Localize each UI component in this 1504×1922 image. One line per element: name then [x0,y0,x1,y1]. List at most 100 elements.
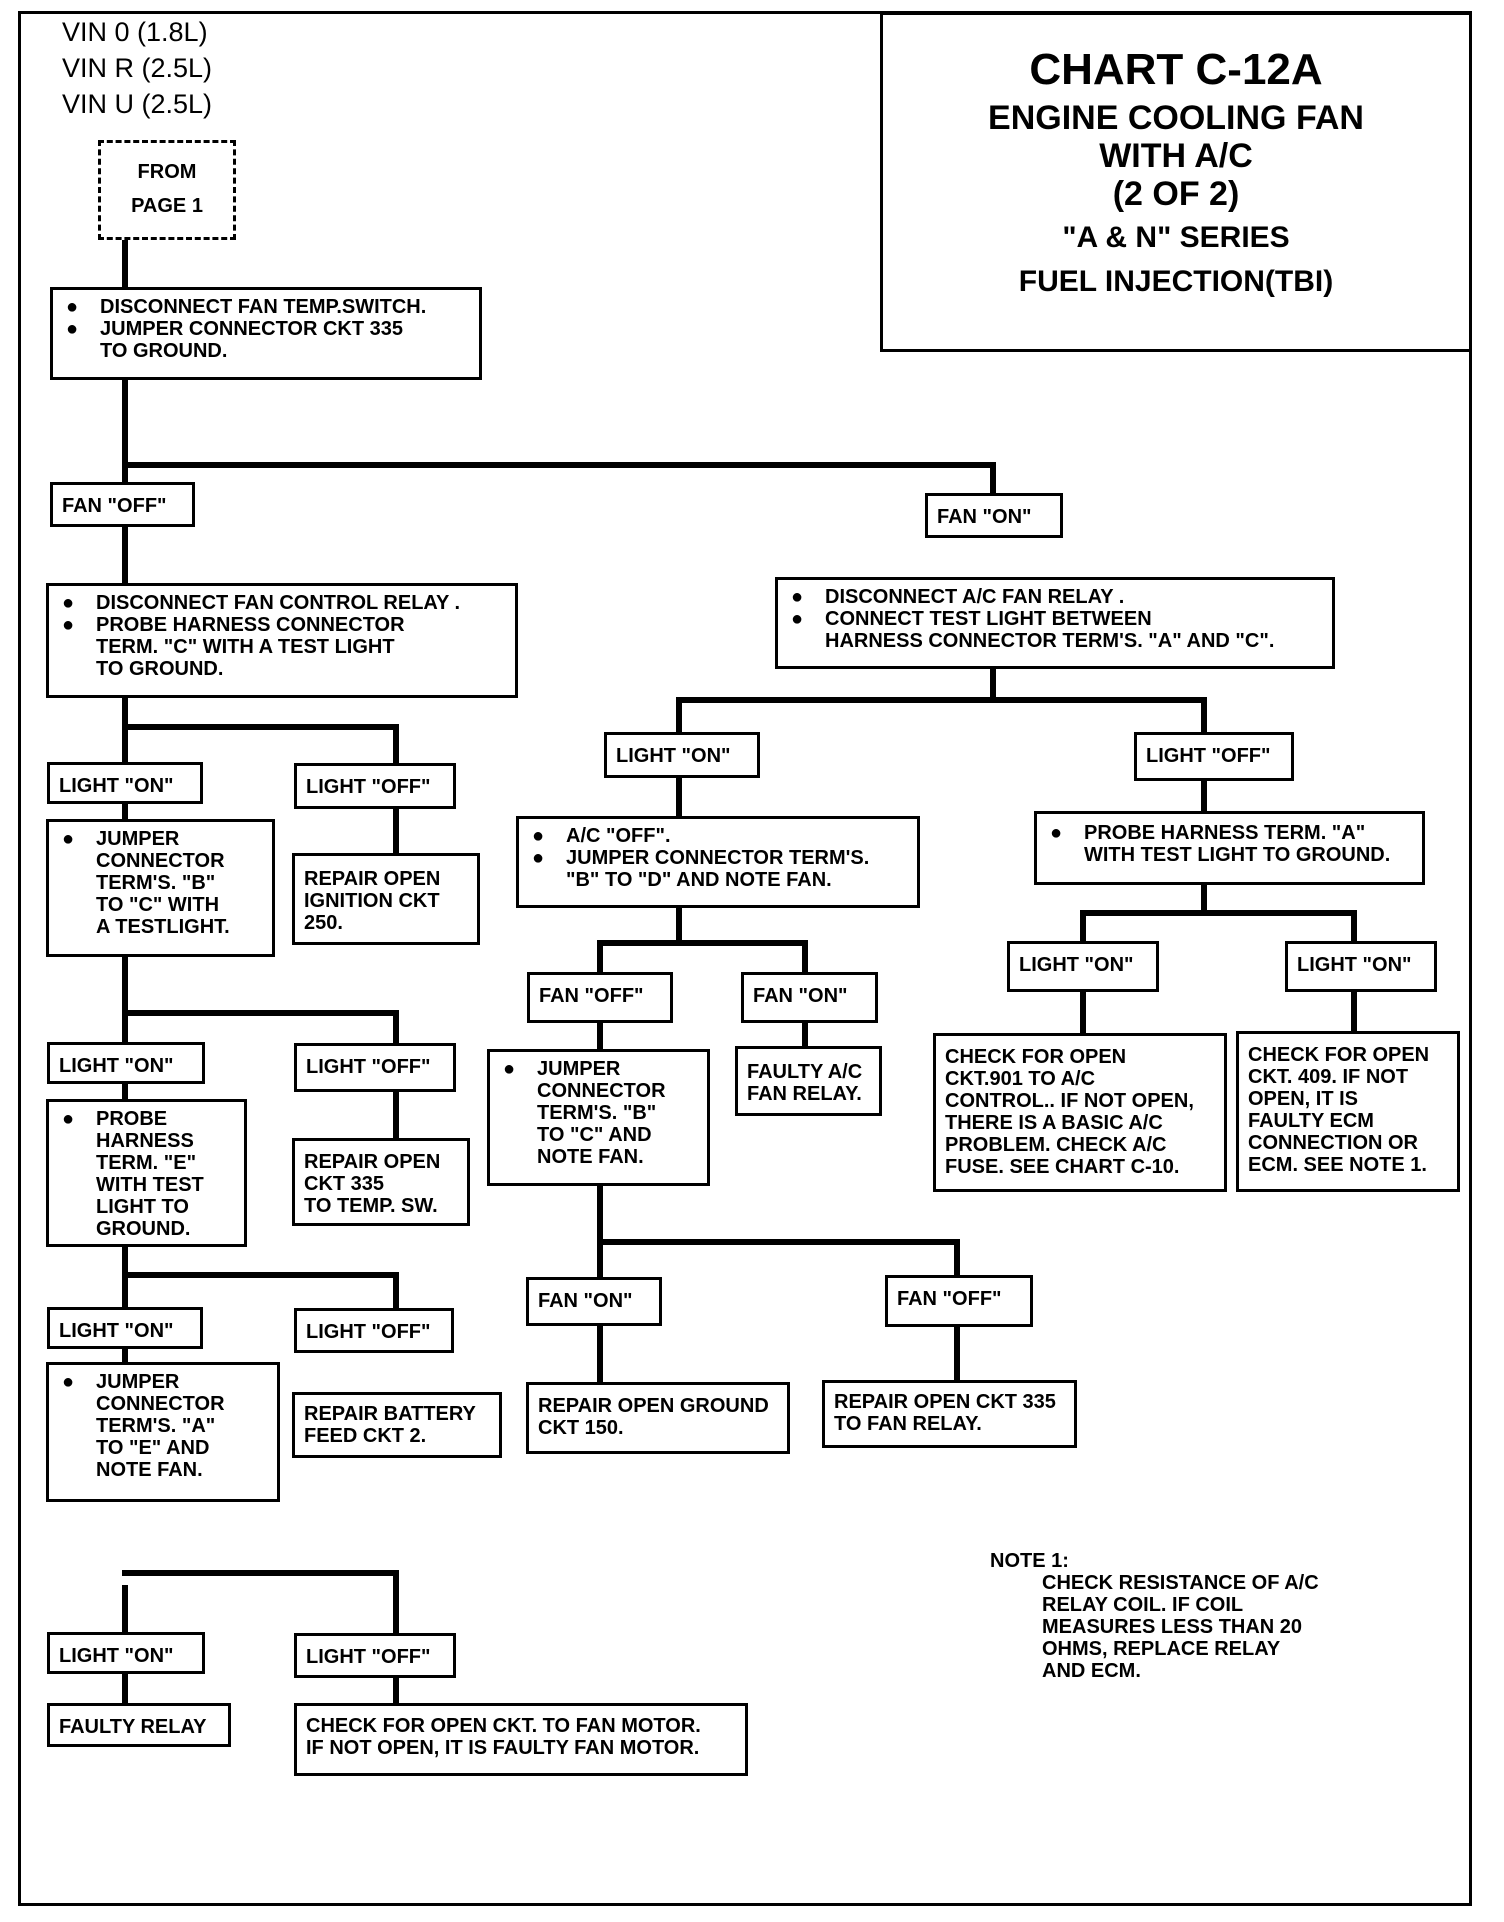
step-text: JUMPER [96,1371,180,1393]
result-text: CONNECTION OR [1248,1132,1418,1154]
result-text: CKT 150. [538,1417,624,1439]
vin-line: VIN 0 (1.8L) [62,17,208,47]
step-disconnect-fan-control-relay: ●DISCONNECT FAN CONTROL RELAY . ●PROBE H… [46,583,518,698]
from-label: FROM [137,161,197,183]
step-text: CONNECTOR [96,850,225,872]
page-frame [18,11,1472,1906]
step-text: JUMPER [96,828,180,850]
bullet-icon: ● [791,586,804,608]
result-repair-ckt-335-fan-relay: REPAIR OPEN CKT 335 TO FAN RELAY. [822,1380,1077,1448]
result-text: CKT 335 [304,1173,385,1195]
vin-list: VIN 0 (1.8L) VIN R (2.5L) VIN U (2.5L) [62,14,212,122]
result-text: CHECK FOR OPEN [945,1046,1127,1068]
result-text: 250. [304,912,343,934]
step-jumper-b-to-c-note-fan: ●JUMPER CONNECTOR TERM'S. "B" TO "C" AND… [487,1049,710,1186]
result-text: CHECK FOR OPEN [1248,1044,1430,1066]
label-light-on: LIGHT "ON" [47,1042,205,1084]
label-light-on: LIGHT "ON" [47,1632,205,1674]
label-fan-off: FAN "OFF" [885,1275,1033,1327]
step-text: A TESTLIGHT. [96,916,230,938]
label-light-on: LIGHT "ON" [47,762,203,804]
step-text: PROBE [96,1108,168,1130]
step-text: CONNECTOR [537,1080,666,1102]
result-check-ckt-409: CHECK FOR OPEN CKT. 409. IF NOT OPEN, IT… [1236,1031,1460,1192]
step-disconnect-ac-fan-relay: ●DISCONNECT A/C FAN RELAY . ●CONNECT TES… [775,577,1335,669]
step-text: NOTE FAN. [537,1146,644,1168]
note-line: CHECK RESISTANCE OF A/C [1042,1572,1319,1594]
label-light-on: LIGHT "ON" [604,732,760,778]
label-light-on: LIGHT "ON" [1007,941,1159,992]
result-text: ECM. SEE NOTE 1. [1248,1154,1427,1176]
label-fan-off: FAN "OFF" [527,972,673,1023]
bullet-icon: ● [62,828,75,850]
result-text: REPAIR OPEN [304,1151,441,1173]
bullet-icon: ● [503,1058,516,1080]
step-disconnect-temp-switch: ●DISCONNECT FAN TEMP.SWITCH. ●JUMPER CON… [50,287,482,380]
step-text: HARNESS CONNECTOR TERM'S. "A" AND "C". [825,630,1275,652]
note-body: CHECK RESISTANCE OF A/C RELAY COIL. IF C… [990,1572,1319,1682]
page-label: PAGE 1 [131,195,203,217]
result-text: CKT.901 TO A/C [945,1068,1096,1090]
step-text: TO "E" AND [96,1437,210,1459]
step-text: TERM'S. "A" [96,1415,216,1437]
label-light-on: LIGHT "ON" [1285,941,1437,992]
note-line: OHMS, REPLACE RELAY [1042,1638,1281,1660]
subtitle-line: (2 OF 2) [1112,175,1240,213]
step-text: TO "C" AND [537,1124,652,1146]
step-text: TO GROUND. [96,658,224,680]
label-fan-on: FAN "ON" [526,1277,662,1326]
label-light-on: LIGHT "ON" [47,1307,203,1349]
bullet-icon: ● [62,1371,75,1393]
result-text: IGNITION CKT [304,890,440,912]
result-repair-ignition-ckt: REPAIR OPEN IGNITION CKT 250. [292,853,480,945]
from-page-1-box: FROM PAGE 1 [98,140,236,240]
step-text: TERM. "C" WITH A TEST LIGHT [96,636,395,658]
step-probe-harness-term-a: ● PROBE HARNESS TERM. "A" WITH TEST LIGHT… [1034,811,1425,885]
step-text: PROBE HARNESS CONNECTOR [96,614,405,636]
step-text: PROBE HARNESS TERM. "A" [1084,822,1366,844]
subtitle-line: ENGINE COOLING FAN [988,99,1364,137]
step-ac-off-jumper-b-to-d: ●A/C "OFF". ●JUMPER CONNECTOR TERM'S. "B… [516,816,920,908]
bullet-icon: ● [62,1108,75,1130]
bullet-icon: ● [791,608,804,630]
series-line: FUEL INJECTION(TBI) [1018,265,1334,298]
series-line: "A & N" SERIES [1062,221,1290,254]
step-text: JUMPER CONNECTOR CKT 335 [100,318,404,340]
bullet-icon: ● [1050,822,1063,844]
label-light-off: LIGHT "OFF" [294,763,456,809]
step-text: "B" TO "D" AND NOTE FAN. [566,869,832,891]
note-heading: NOTE 1: [990,1550,1069,1572]
step-text: DISCONNECT FAN TEMP.SWITCH. [100,296,427,318]
result-text: PROBLEM. CHECK A/C [945,1134,1167,1156]
step-text: DISCONNECT A/C FAN RELAY . [825,586,1125,608]
result-text: FUSE. SEE CHART C-10. [945,1156,1180,1178]
step-text: CONNECTOR [96,1393,225,1415]
result-faulty-ac-fan-relay: FAULTY A/C FAN RELAY. [735,1046,882,1116]
result-faulty-relay: FAULTY RELAY [47,1703,231,1747]
step-text: HARNESS [96,1130,194,1152]
result-text: IF NOT OPEN, IT IS FAULTY FAN MOTOR. [306,1737,700,1759]
result-text: THERE IS A BASIC A/C [945,1112,1163,1134]
result-text: REPAIR OPEN [304,868,441,890]
bullet-icon: ● [66,296,79,318]
result-text: TO TEMP. SW. [304,1195,438,1217]
step-text: A/C "OFF". [566,825,671,847]
bullet-icon: ● [62,592,75,614]
result-text: OPEN, IT IS [1248,1088,1359,1110]
step-text: JUMPER CONNECTOR TERM'S. [566,847,870,869]
note-line: AND ECM. [1042,1660,1141,1682]
result-repair-open-ground: REPAIR OPEN GROUND CKT 150. [526,1382,790,1454]
result-check-fan-motor: CHECK FOR OPEN CKT. TO FAN MOTOR. IF NOT… [294,1703,748,1776]
step-text: LIGHT TO [96,1196,189,1218]
result-text: FAULTY ECM [1248,1110,1374,1132]
result-text: FEED CKT 2. [304,1425,427,1447]
step-text: TERM'S. "B" [537,1102,657,1124]
label-fan-on: FAN "ON" [741,972,878,1023]
step-text: WITH TEST LIGHT TO GROUND. [1084,844,1391,866]
step-text: NOTE FAN. [96,1459,203,1481]
result-text: CHECK FOR OPEN CKT. TO FAN MOTOR. [306,1715,701,1737]
step-text: DISCONNECT FAN CONTROL RELAY . [96,592,461,614]
step-text: TERM'S. "B" [96,872,216,894]
result-text: CKT. 409. IF NOT [1248,1066,1409,1088]
step-jumper-a-to-e: ● JUMPER CONNECTOR TERM'S. "A" TO "E" AND… [46,1362,280,1502]
